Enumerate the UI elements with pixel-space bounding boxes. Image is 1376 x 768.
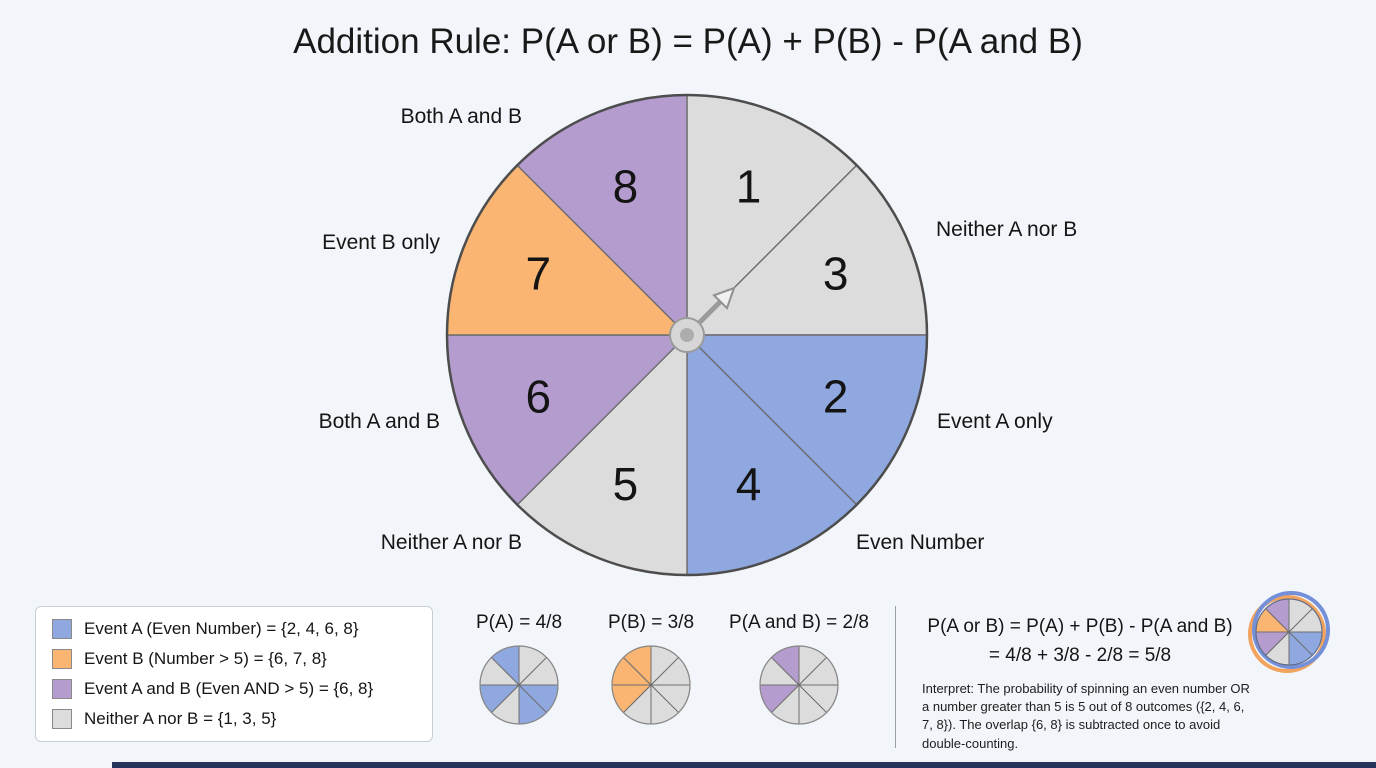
spinner-hub-center [680,328,694,342]
legend-item-label: Neither A nor B = {1, 3, 5} [84,709,277,728]
neither-swatch [52,709,72,729]
interpretation-text: Interpret: The probability of spinning a… [922,681,1250,751]
decorative-wheel-icon [1248,591,1330,673]
wheel-rim [445,93,929,577]
mini-pie-label-pab: P(A and B) = 2/8 [729,612,869,633]
mini-pie-pab [759,645,839,725]
event-a-swatch [52,619,72,639]
segment-number-5: 5 [613,458,639,510]
spinner-wheel: 1 3 2 4 5 6 7 8 [445,93,929,577]
legend-item-event-a: Event A (Even Number) = {2, 4, 6, 8} [52,619,416,639]
segment-number-1: 1 [736,160,762,212]
wheel-rim [1255,598,1323,666]
segment-number-8: 8 [613,160,639,212]
mini-pie-group-pa: P(A) = 4/8 [444,612,594,731]
page-title: Addition Rule: P(A or B) = P(A) + P(B) -… [293,22,1083,61]
segment-number-4: 4 [736,458,762,510]
mini-pie-label-pb: P(B) = 3/8 [607,612,695,633]
deco-ring-blue [1252,591,1330,669]
legend-item-both: Event A and B (Even AND > 5) = {6, 8} [52,679,416,699]
result-calculation: = 4/8 + 3/8 - 2/8 = 5/8 [988,645,1172,667]
wheel-label-even-number: Even Number [856,531,985,554]
wheel-rim [611,645,691,725]
mini-pie-pa [479,645,559,725]
legend-box: Event A (Even Number) = {2, 4, 6, 8} Eve… [35,606,433,742]
segment-number-6: 6 [526,371,552,423]
wheel-label-both-left: Both A and B [318,410,440,433]
result-block: P(A or B) = P(A) + P(B) - P(A and B) = 4… [912,612,1248,671]
bottom-bar [112,762,1376,768]
legend-item-event-b: Event B (Number > 5) = {6, 7, 8} [52,649,416,669]
wheel-rim [759,645,839,725]
result-formula: P(A or B) = P(A) + P(B) - P(A and B) [927,616,1233,637]
event-b-swatch [52,649,72,669]
mini-pie-group-pb: P(B) = 3/8 [576,612,726,731]
wheel-label-event-a-only: Event A only [937,410,1053,433]
segment-number-7: 7 [526,248,552,300]
wheel-label-event-b-only: Event B only [322,231,440,254]
vertical-divider [895,606,896,748]
deco-ring-orange [1248,595,1326,673]
both-swatch [52,679,72,699]
legend-item-neither: Neither A nor B = {1, 3, 5} [52,709,416,729]
mini-pie-label-pa: P(A) = 4/8 [475,612,563,633]
wheel-label-both-top: Both A and B [400,105,522,128]
wheel-rim [479,645,559,725]
wheel-segments: 1 3 2 4 5 6 7 8 [445,93,929,577]
legend-item-label: Event A and B (Even AND > 5) = {6, 8} [84,679,374,698]
segment-number-2: 2 [823,371,849,423]
mini-pie-pb [611,645,691,725]
mini-pie-group-pab: P(A and B) = 2/8 [724,612,874,731]
spinner-arrow [669,286,736,353]
legend-item-label: Event B (Number > 5) = {6, 7, 8} [84,649,327,668]
wheel-label-neither-right: Neither A nor B [936,218,1078,241]
legend-item-label: Event A (Even Number) = {2, 4, 6, 8} [84,619,359,638]
segment-number-3: 3 [823,248,849,300]
wheel-label-neither-bottom: Neither A nor B [380,531,522,554]
